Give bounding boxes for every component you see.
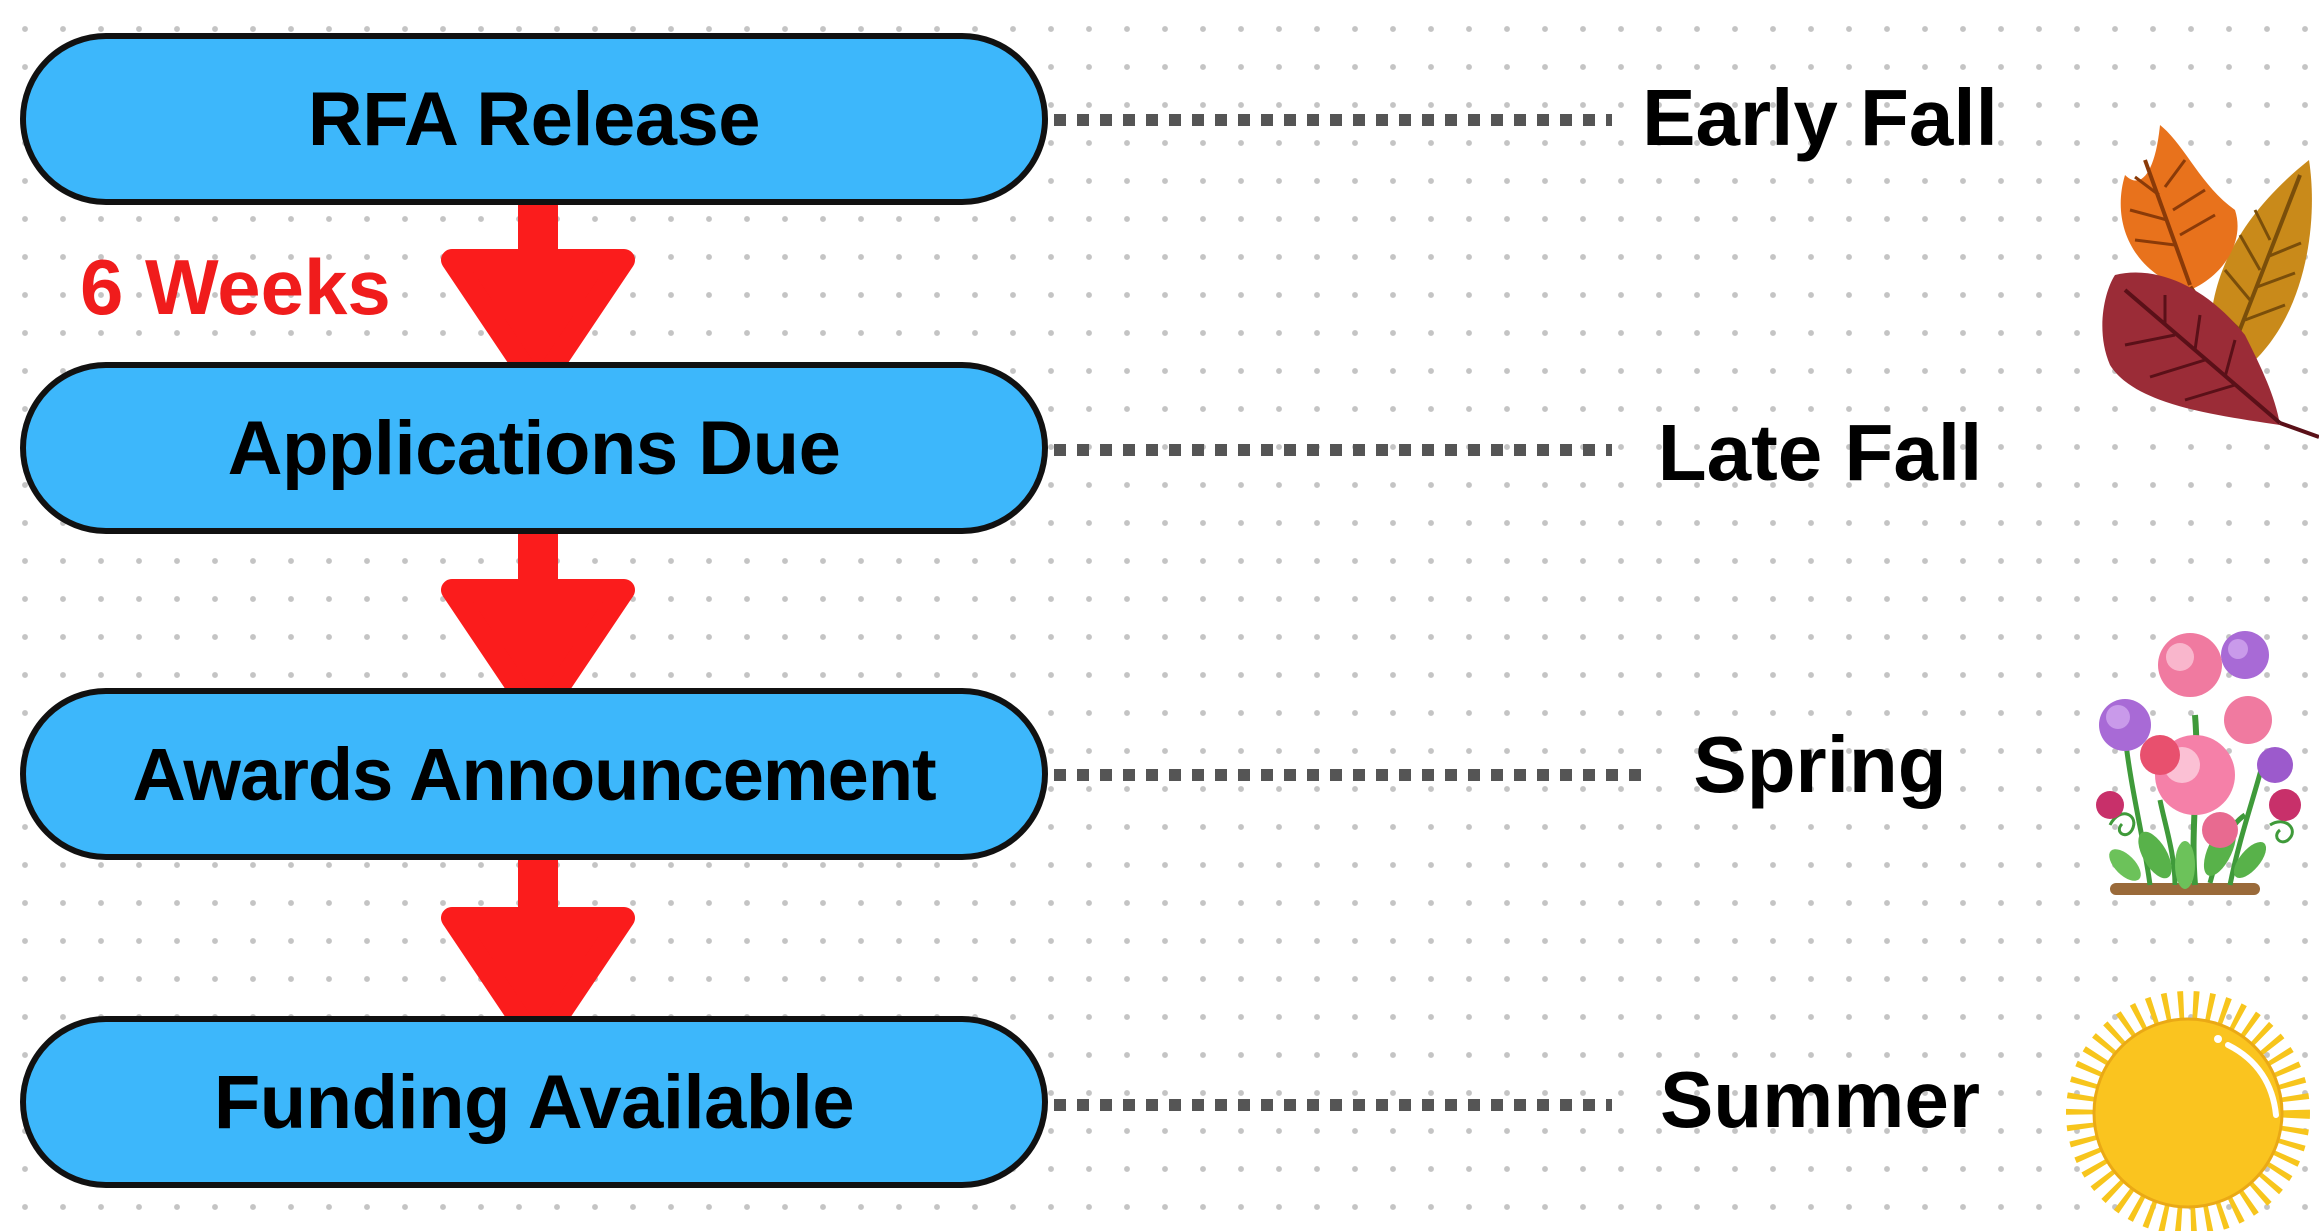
down-arrow-1 [441, 200, 635, 399]
step-applications-due: Applications Due [20, 362, 1048, 534]
down-arrow-2 [441, 530, 635, 729]
autumn-leaves-icon [2102, 125, 2319, 439]
sun-icon [2066, 991, 2310, 1231]
season-spring: Spring [1693, 720, 1947, 809]
flowers-icon [2096, 631, 2301, 895]
season-early-fall: Early Fall [1642, 73, 1998, 162]
season-late-fall: Late Fall [1657, 408, 1983, 497]
interval-label: 6 Weeks [80, 243, 391, 331]
step-awards-announcement: Awards Announcement [20, 688, 1048, 860]
step-funding-available: Funding Available [20, 1016, 1048, 1188]
down-arrow-3 [441, 858, 635, 1057]
season-summer: Summer [1659, 1055, 1981, 1144]
step-rfa-release: RFA Release [20, 33, 1048, 205]
